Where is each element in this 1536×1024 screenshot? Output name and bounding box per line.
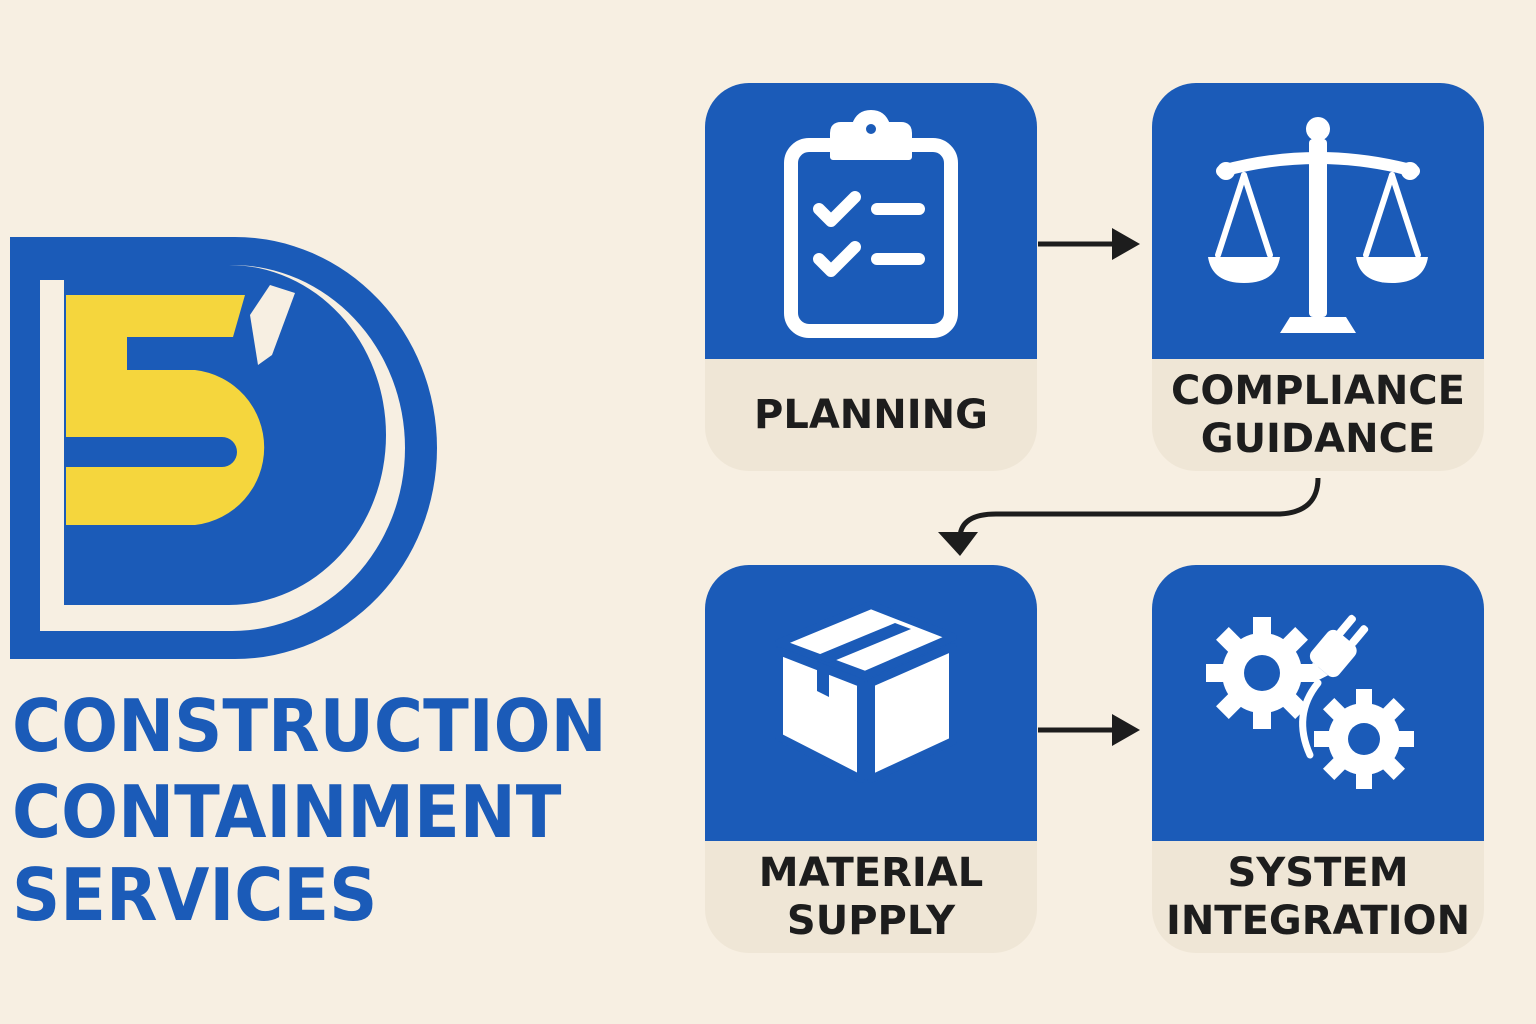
clipboard-checklist-icon bbox=[784, 110, 958, 338]
step-label: PLANNING bbox=[705, 359, 1037, 471]
brand-name-line-1: CONSTRUCTION bbox=[12, 684, 607, 768]
plug-cord bbox=[1299, 679, 1322, 759]
step-icon-panel bbox=[1152, 565, 1484, 841]
brand-name-line-2: CONTAINMENT bbox=[12, 770, 562, 854]
gear-large-icon bbox=[1206, 617, 1318, 729]
company-logo bbox=[10, 237, 437, 659]
process-step-planning: PLANNING bbox=[705, 83, 1037, 471]
step-label-line: GUIDANCE bbox=[1200, 416, 1436, 462]
logo-cream-slash bbox=[250, 285, 295, 365]
arrow-material-to-system bbox=[1038, 714, 1140, 746]
step-label-line: SUPPLY bbox=[786, 898, 956, 944]
step-label: MATERIAL SUPPLY bbox=[705, 841, 1037, 953]
step-label-line: MATERIAL bbox=[758, 850, 984, 896]
step-label-line: PLANNING bbox=[754, 392, 988, 438]
arrow-planning-to-compliance bbox=[1038, 228, 1140, 260]
process-step-system-integration: SYSTEM INTEGRATION bbox=[1152, 565, 1484, 953]
plug-icon bbox=[1308, 614, 1369, 683]
scales-of-justice-icon bbox=[1208, 117, 1428, 333]
step-label: SYSTEM INTEGRATION bbox=[1152, 841, 1484, 953]
process-step-material-supply: MATERIAL SUPPLY bbox=[705, 565, 1037, 953]
step-label-line: INTEGRATION bbox=[1165, 898, 1471, 944]
logo-yellow-five bbox=[66, 295, 265, 525]
process-step-compliance-guidance: COMPLIANCE GUIDANCE bbox=[1152, 83, 1484, 471]
gear-small-icon bbox=[1314, 689, 1414, 789]
gears-plug-icon bbox=[1206, 614, 1414, 789]
step-label: COMPLIANCE GUIDANCE bbox=[1152, 359, 1484, 471]
brand-name-line-3: SERVICES bbox=[12, 853, 378, 937]
step-label-line: COMPLIANCE bbox=[1171, 368, 1465, 414]
arrow-compliance-to-material bbox=[938, 477, 1321, 556]
package-box-icon bbox=[775, 601, 957, 783]
step-label-line: SYSTEM bbox=[1227, 850, 1409, 896]
